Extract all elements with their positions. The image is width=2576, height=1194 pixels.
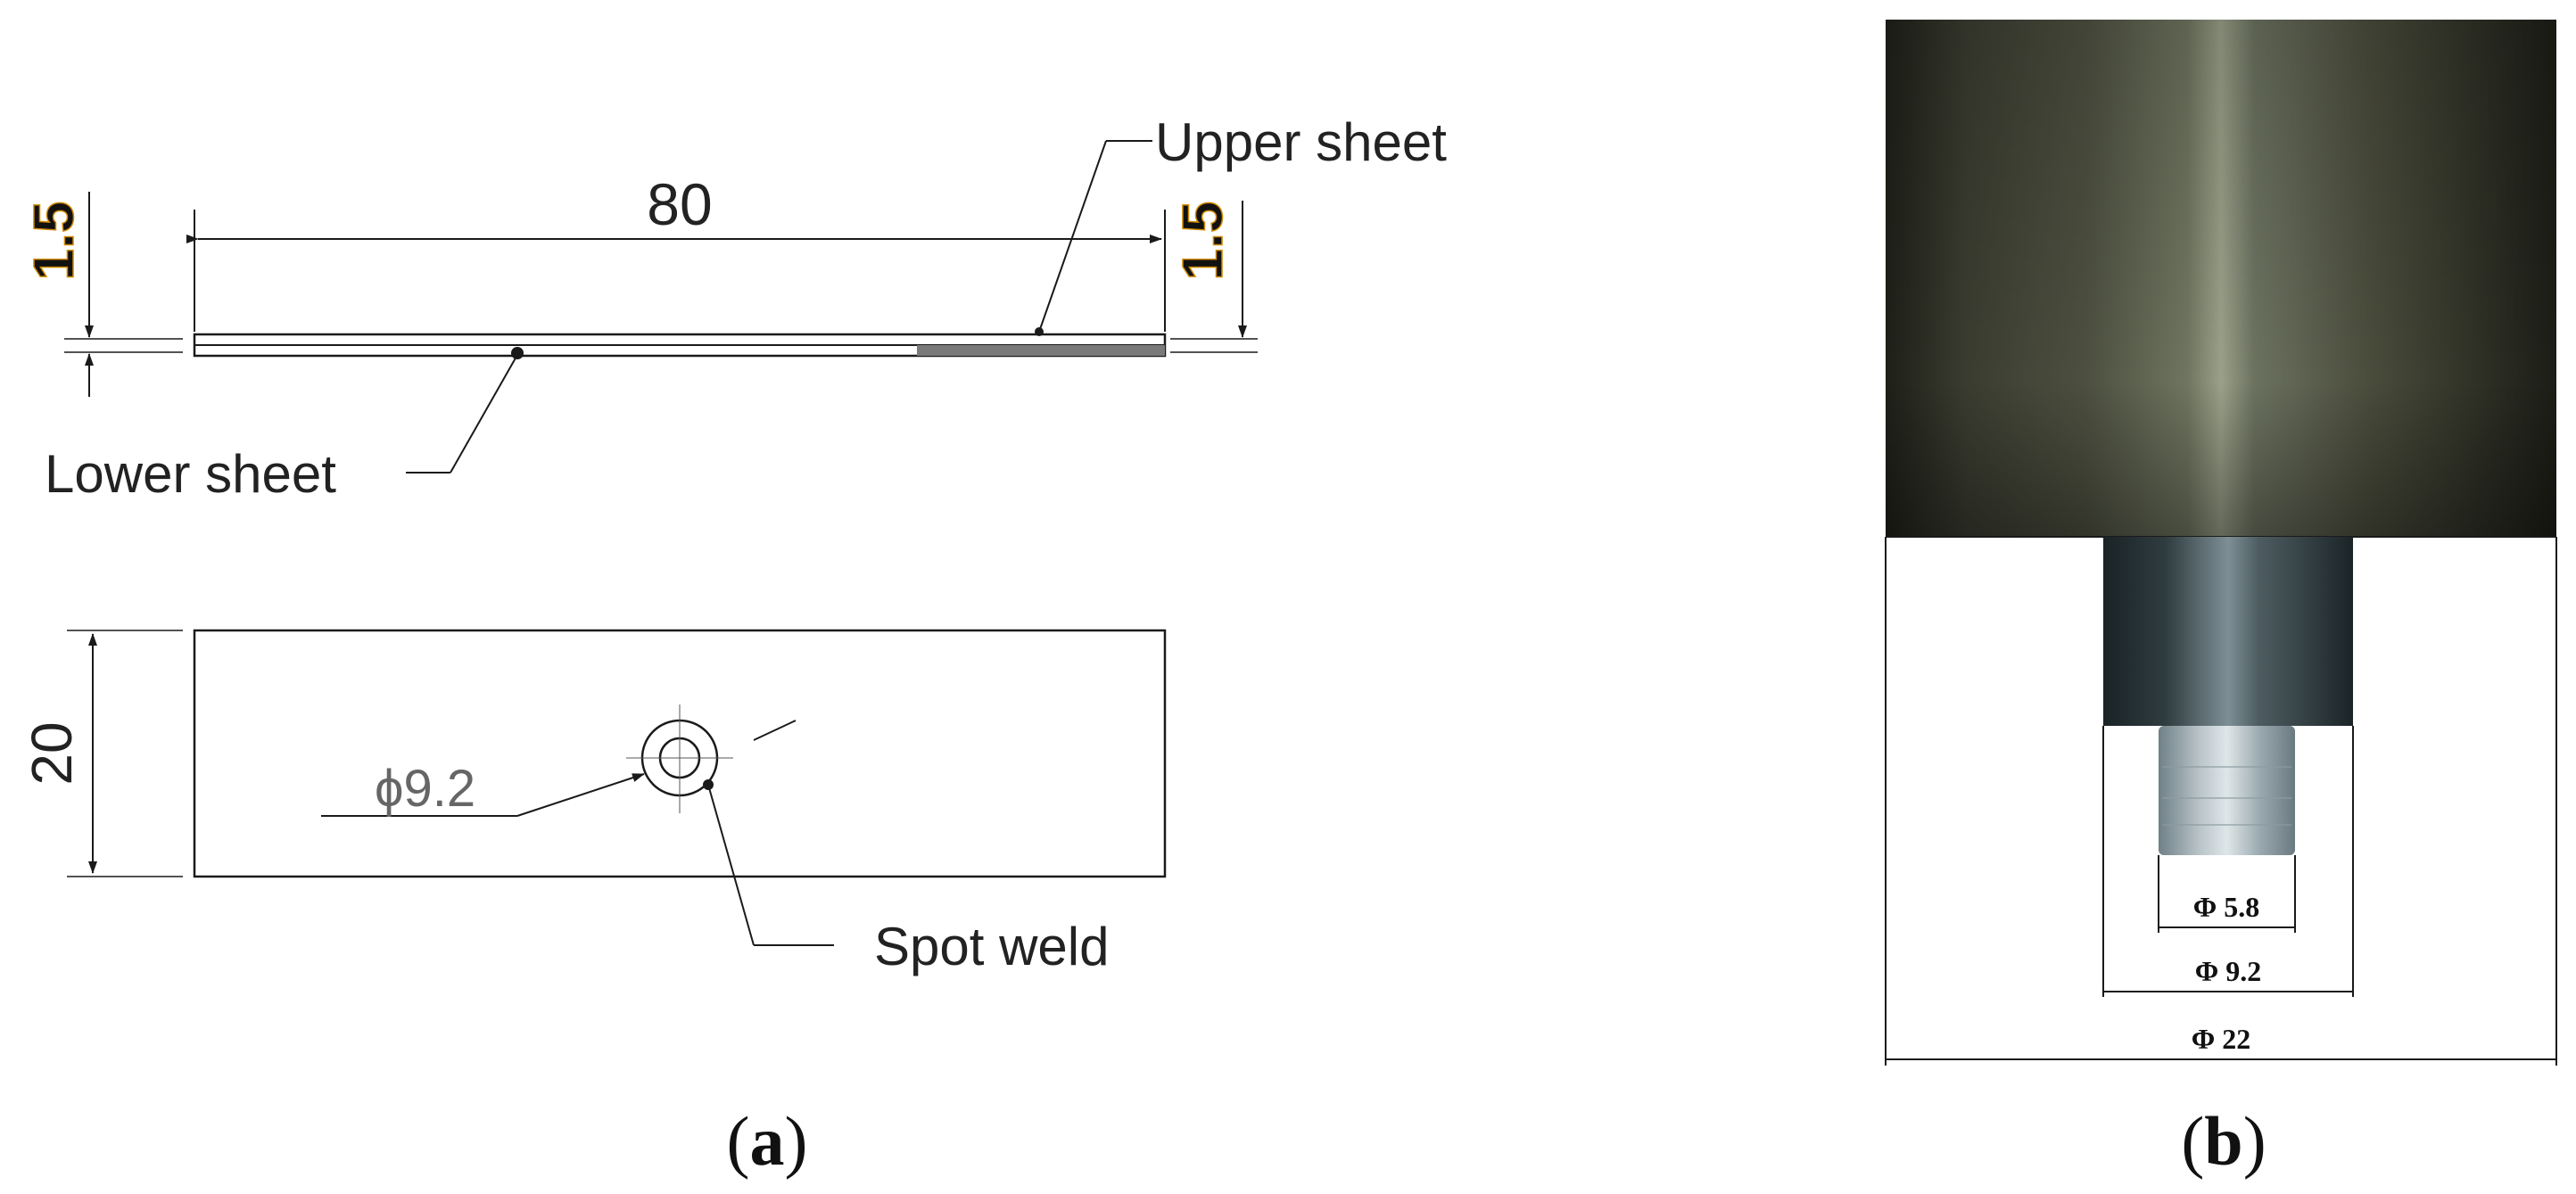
caption-b-close: ) bbox=[2242, 1102, 2266, 1180]
sheet-top-outline bbox=[193, 629, 1167, 878]
panel-a-drawing: 80 1.5 1.5 Upper sheet Lower sheet 20 ϕ9… bbox=[20, 112, 1447, 1182]
body-diameter-text: Φ 22 bbox=[2192, 1023, 2251, 1055]
lower-sheet-label: Lower sheet bbox=[45, 444, 336, 504]
neck-diameter-text: Φ 9.2 bbox=[2195, 955, 2262, 987]
upper-sheet-overlap bbox=[917, 345, 1165, 356]
width-dimension-text: 20 bbox=[20, 721, 84, 785]
tip-diameter-text: Φ 5.8 bbox=[2193, 891, 2260, 923]
spot-weld-label: Spot weld bbox=[874, 917, 1110, 976]
panel-a-svg: 80 1.5 1.5 Upper sheet Lower sheet 20 ϕ9… bbox=[20, 112, 1447, 976]
panel-b-electrode: Φ 5.8 Φ 9.2 Φ 22 (b) bbox=[1784, 0, 2576, 1194]
panel-b-svg: Φ 5.8 Φ 9.2 Φ 22 bbox=[1885, 20, 2557, 1066]
length-dimension-text: 80 bbox=[647, 171, 712, 237]
caption-b-open: ( bbox=[2181, 1102, 2205, 1180]
top-view bbox=[67, 629, 1167, 946]
side-view bbox=[64, 140, 1258, 473]
diameter-text: ϕ9.2 bbox=[375, 760, 475, 818]
electrode-dimensions bbox=[1885, 537, 2557, 1066]
electrode-neck bbox=[2103, 537, 2353, 726]
caption-a-open: ( bbox=[726, 1102, 750, 1180]
left-thickness-text: 1.5 bbox=[21, 202, 86, 281]
caption-a: (a) bbox=[678, 1101, 856, 1182]
caption-a-close: ) bbox=[784, 1102, 808, 1180]
caption-a-letter: a bbox=[749, 1102, 785, 1180]
caption-b-letter: b bbox=[2204, 1102, 2243, 1180]
right-thickness-text: 1.5 bbox=[1170, 202, 1234, 281]
electrode-tip bbox=[2159, 726, 2295, 855]
caption-b: (b) bbox=[2134, 1101, 2313, 1182]
upper-sheet-label: Upper sheet bbox=[1155, 112, 1447, 172]
